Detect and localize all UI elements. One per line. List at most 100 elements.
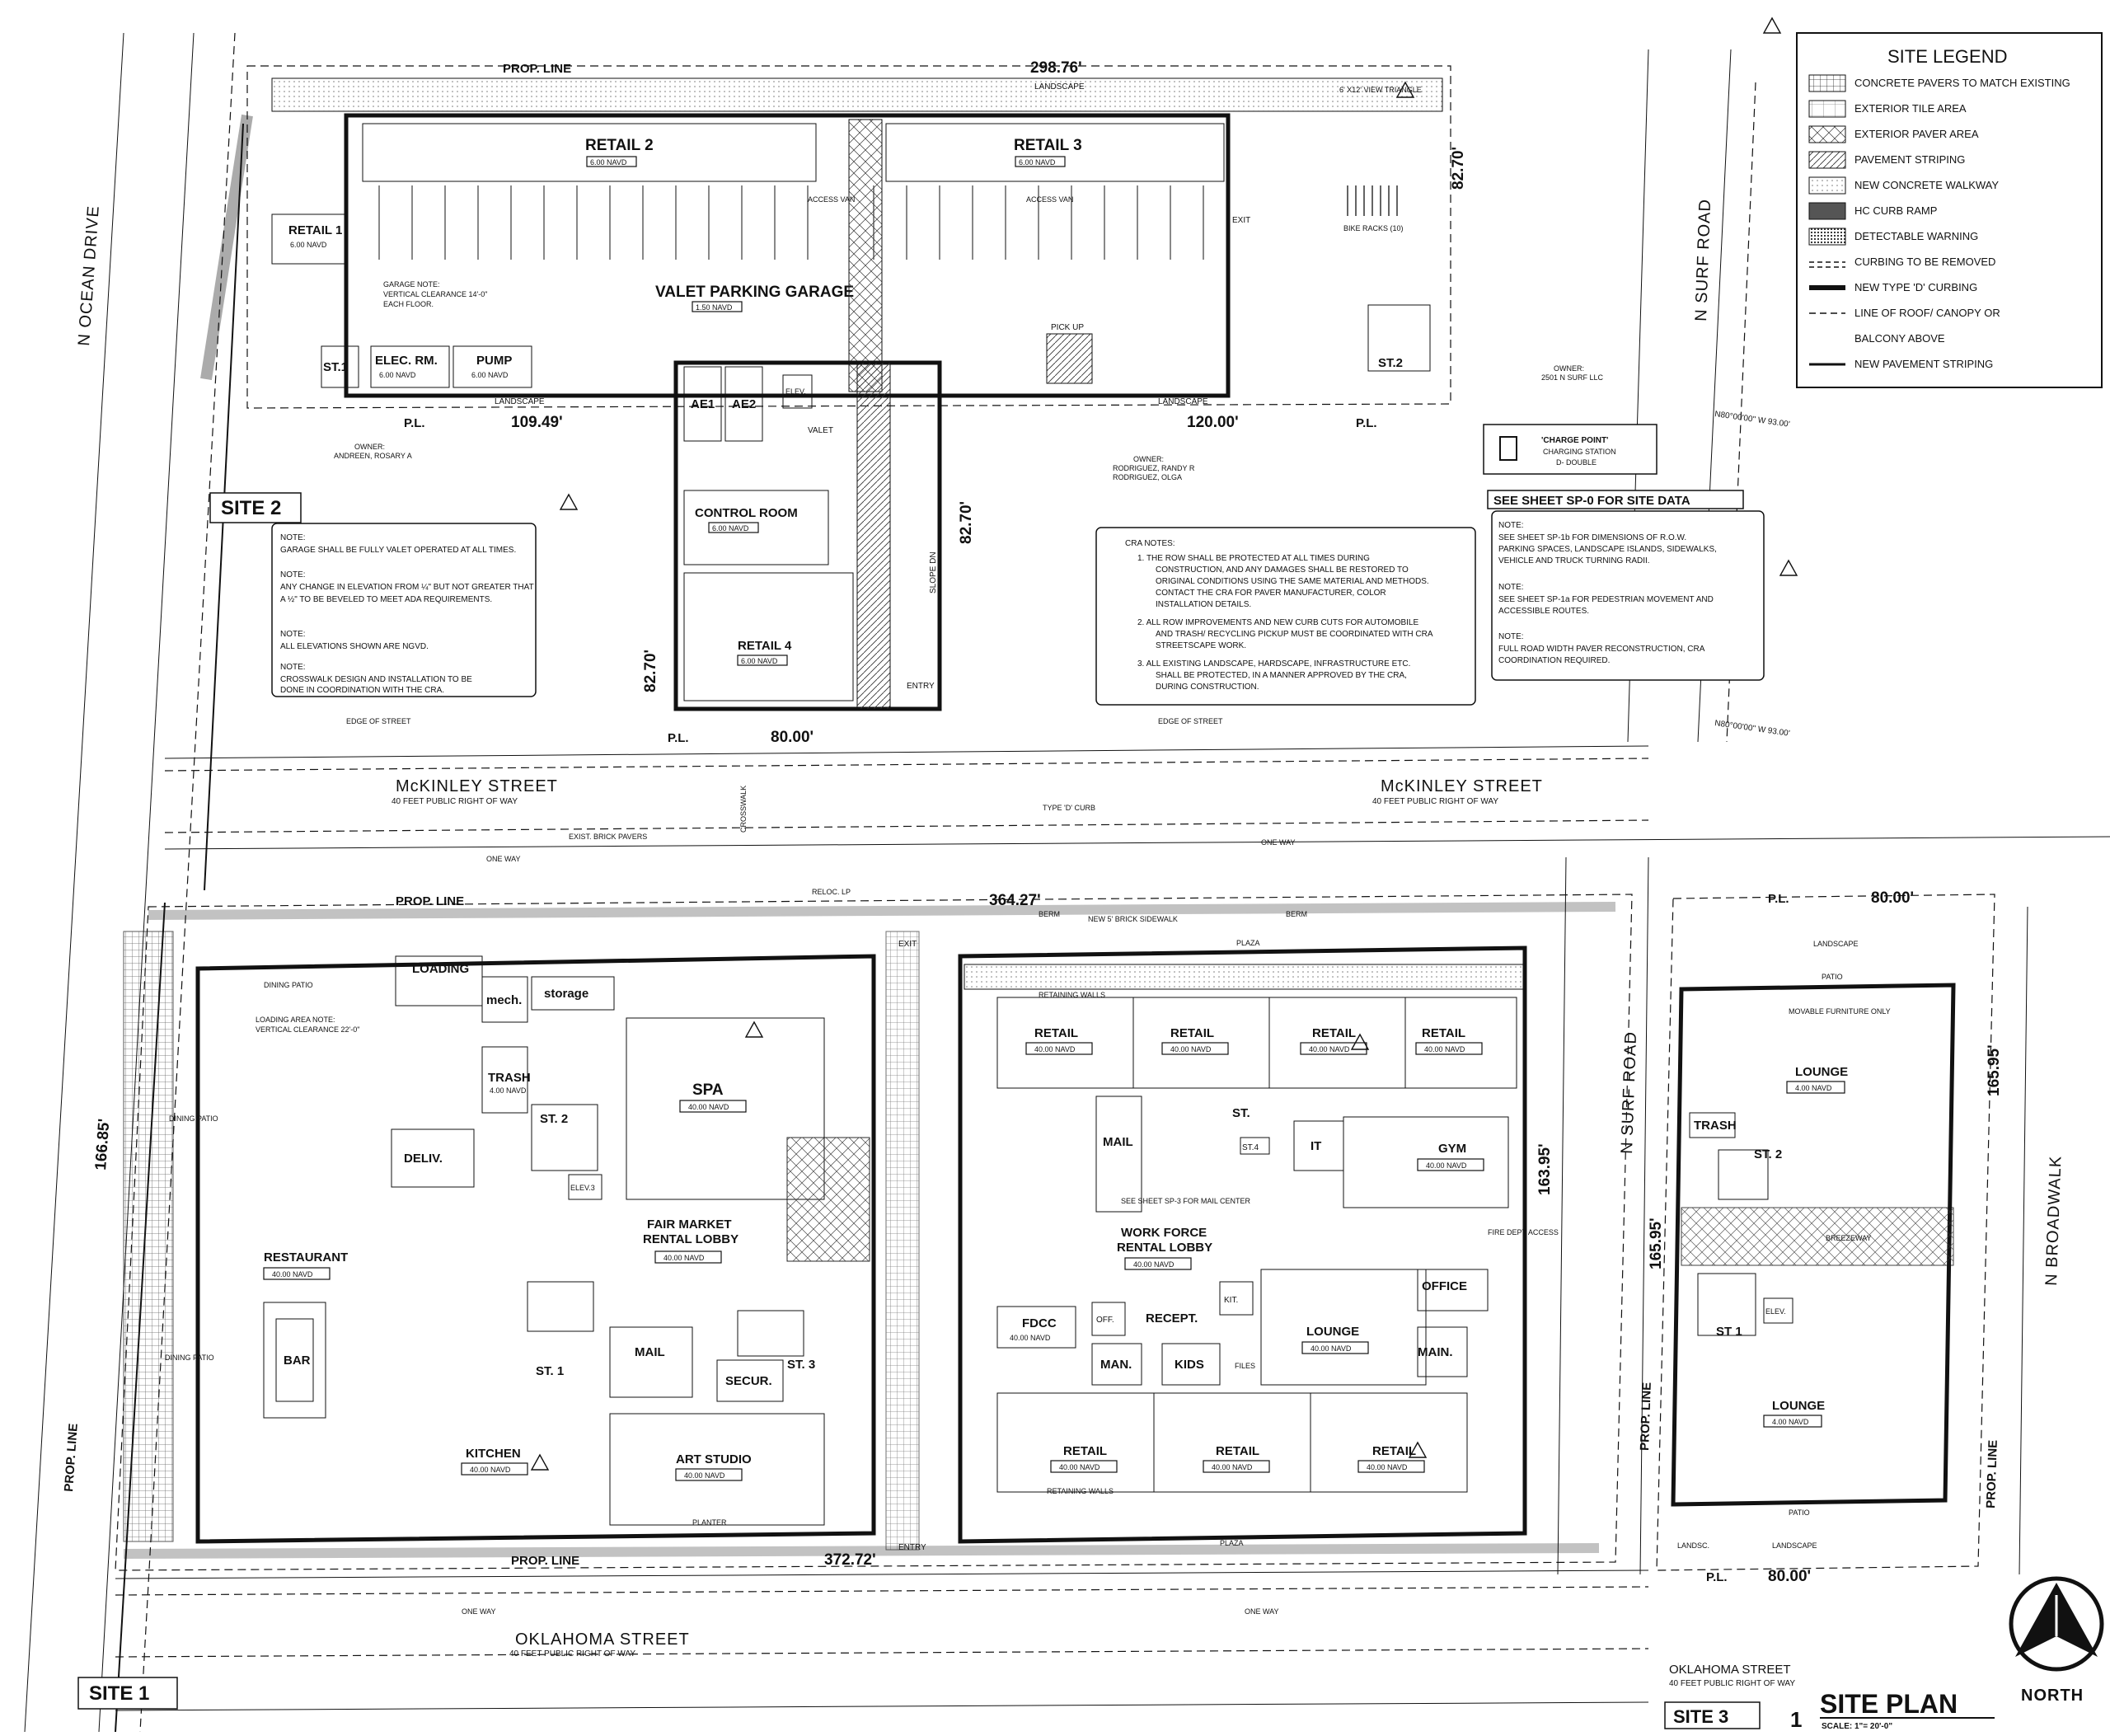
edge-street-1: EDGE OF STREET (346, 717, 411, 725)
one-way-2: ONE WAY (1261, 838, 1296, 847)
trash-label: TRASH (488, 1071, 531, 1085)
view-triangle-label: 6' X12' VIEW TRIANGLE (1339, 86, 1422, 94)
dim-s1-top: 364.27' (989, 892, 1041, 909)
owner-b2: RODRIGUEZ, RANDY R (1113, 464, 1195, 472)
legend-swatch (1808, 176, 1846, 195)
retail-s1-3: RETAIL (1312, 1026, 1356, 1040)
bike-racks-label: BIKE RACKS (10) (1343, 224, 1404, 232)
site3-building (1671, 983, 1956, 1507)
dim-top: 298.76' (1030, 59, 1082, 77)
art-studio-elev: 40.00 NAVD (684, 1471, 725, 1480)
notes-left-box: NOTE: GARAGE SHALL BE FULLY VALET OPERAT… (271, 523, 537, 697)
it-label: IT (1311, 1139, 1321, 1153)
retail-s1-5-elev: 40.00 NAVD (1059, 1463, 1100, 1471)
owner-a: OWNER: (354, 443, 385, 451)
drawing-scale: SCALE: 1"= 20'-0" (1822, 1722, 1892, 1731)
deliv-label: DELIV. (404, 1152, 443, 1166)
dim-s2-height-b: 82.70' (958, 501, 975, 544)
legend-label: DETECTABLE WARNING (1854, 230, 1978, 242)
st2-label: ST.2 (1378, 356, 1403, 370)
cra-l5: INSTALLATION DETAILS. (1156, 600, 1251, 609)
retail-s1-2: RETAIL (1170, 1026, 1214, 1040)
prop-line-s1-left: PROP. LINE (62, 1423, 81, 1492)
one-way-4: ONE WAY (1245, 1607, 1279, 1616)
note-right-1a: SEE SHEET SP-1b FOR DIMENSIONS OF R.O.W. (1498, 533, 1686, 542)
site1-east-building (958, 945, 1527, 1544)
cra-l2: CONSTRUCTION, AND ANY DAMAGES SHALL BE R… (1156, 565, 1409, 575)
one-way-1: ONE WAY (486, 855, 521, 863)
note-left-3: ALL ELEVATIONS SHOWN ARE NGVD. (280, 642, 429, 651)
pump-label: PUMP (476, 354, 512, 368)
crosswalk-label: CROSSWALK (739, 786, 748, 833)
pump-elev: 6.00 NAVD (471, 371, 509, 379)
prop-line-s1-bottom: PROP. LINE (511, 1554, 579, 1568)
note-left-1-title: NOTE: (280, 533, 306, 542)
pl-s2-right: P.L. (1356, 416, 1377, 430)
broadwalk-label: N BROADWALK (2042, 1155, 2065, 1286)
prop-line-s3-right: PROP. LINE (1984, 1440, 2000, 1509)
type-d-curb: TYPE 'D' CURB (1043, 804, 1095, 812)
lounge-s3a-elev: 4.00 NAVD (1795, 1084, 1832, 1092)
legend-item: HC CURB RAMP (1808, 202, 1937, 220)
site1-west-building (195, 954, 876, 1544)
dim-s3-right: 165.95' (1986, 1044, 2003, 1096)
prop-line-s1-right: PROP. LINE (1638, 1382, 1654, 1452)
cra-l9: 3. ALL EXISTING LANDSCAPE, HARDSCAPE, IN… (1137, 659, 1410, 669)
cra-l8: STREETSCAPE WORK. (1156, 641, 1246, 650)
gym-elev: 40.00 NAVD (1426, 1161, 1467, 1170)
note-right-2b: ACCESSIBLE ROUTES. (1498, 607, 1589, 616)
retail-s1-7-elev: 40.00 NAVD (1367, 1463, 1408, 1471)
movable-furniture: MOVABLE FURNITURE ONLY (1789, 1007, 1891, 1016)
site-1-label: SITE 1 (89, 1682, 149, 1705)
cra-l6: 2. ALL ROW IMPROVEMENTS AND NEW CURB CUT… (1137, 618, 1418, 627)
legend-item: CONCRETE PAVERS TO MATCH EXISTING (1808, 74, 2070, 92)
files-label: FILES (1235, 1362, 1255, 1370)
landscape-top: LANDSCAPE (1034, 82, 1085, 91)
slope-dn-label: SLOPE DN (929, 551, 938, 594)
elev-s2-label: ELEV. (785, 387, 806, 396)
breezeway-label: BREEZEWAY (1826, 1234, 1872, 1242)
note-left-2-title: NOTE: (280, 570, 306, 579)
office-label: OFFICE (1422, 1279, 1467, 1293)
cra-l11: DURING CONSTRUCTION. (1156, 683, 1259, 692)
cra-l10: SHALL BE PROTECTED, IN A MANNER APPROVED… (1156, 671, 1407, 680)
charge-sub2: D- DOUBLE (1556, 458, 1597, 467)
owner-a2: ANDREEN, ROSARY A (334, 452, 412, 460)
note-left-2a: ANY CHANGE IN ELEVATION FROM ¼" BUT NOT … (280, 582, 534, 592)
site-3-label: SITE 3 (1673, 1706, 1728, 1727)
legend-swatch (1808, 151, 1846, 169)
exist-brick-pavers: EXIST. BRICK PAVERS (569, 833, 647, 841)
legend-item: EXTERIOR TILE AREA (1808, 100, 1967, 118)
legend-item: NEW PAVEMENT STRIPING (1809, 358, 1993, 370)
art-studio-label: ART STUDIO (676, 1452, 752, 1466)
legend-label: BALCONY ABOVE (1854, 332, 1945, 345)
retail-s1-4-elev: 40.00 NAVD (1424, 1045, 1465, 1053)
landsc-s3-bottom: LANDSC. (1677, 1541, 1709, 1550)
site-2-tag (209, 492, 302, 523)
cra-l4: CONTACT THE CRA FOR PAVER MANUFACTURER, … (1156, 589, 1386, 598)
legend-swatch (1808, 202, 1846, 220)
entry-s1: ENTRY (898, 1543, 926, 1552)
see-sheet-sp0: SEE SHEET SP-0 FOR SITE DATA (1493, 494, 1690, 508)
dim-s2-height-c: 82.70' (642, 650, 659, 692)
title-block: 1 SITE PLAN SCALE: 1"= 20'-0" (1790, 1689, 1995, 1732)
drawing-number: 1 (1790, 1707, 1802, 1732)
note-left-2b: A ½" TO BE BEVELED TO MEET ADA REQUIREME… (280, 595, 492, 604)
kitchen-label: KITCHEN (466, 1447, 521, 1461)
mckinley-left-label: McKINLEY STREET (396, 777, 558, 795)
restaurant-label: RESTAURANT (264, 1250, 348, 1264)
note-right-1-title: NOTE: (1498, 521, 1524, 530)
gym-label: GYM (1438, 1142, 1466, 1156)
retail-4-elev: 6.00 NAVD (741, 657, 778, 665)
charge-title: 'CHARGE POINT' (1541, 436, 1608, 445)
legend-swatch (1808, 228, 1846, 246)
legend-item: CURBING TO BE REMOVED (1809, 256, 1995, 268)
site-2-label: SITE 2 (221, 497, 281, 519)
cra-notes-box: CRA NOTES: 1. THE ROW SHALL BE PROTECTED… (1095, 527, 1476, 706)
fair-lobby-elev: 40.00 NAVD (663, 1254, 705, 1262)
legend-label: NEW TYPE 'D' CURBING (1854, 281, 1977, 293)
mckinley-left-sub: 40 FEET PUBLIC RIGHT OF WAY (392, 797, 518, 806)
wf-lobby-elev: 40.00 NAVD (1133, 1260, 1175, 1269)
legend-label: EXTERIOR TILE AREA (1854, 102, 1967, 115)
